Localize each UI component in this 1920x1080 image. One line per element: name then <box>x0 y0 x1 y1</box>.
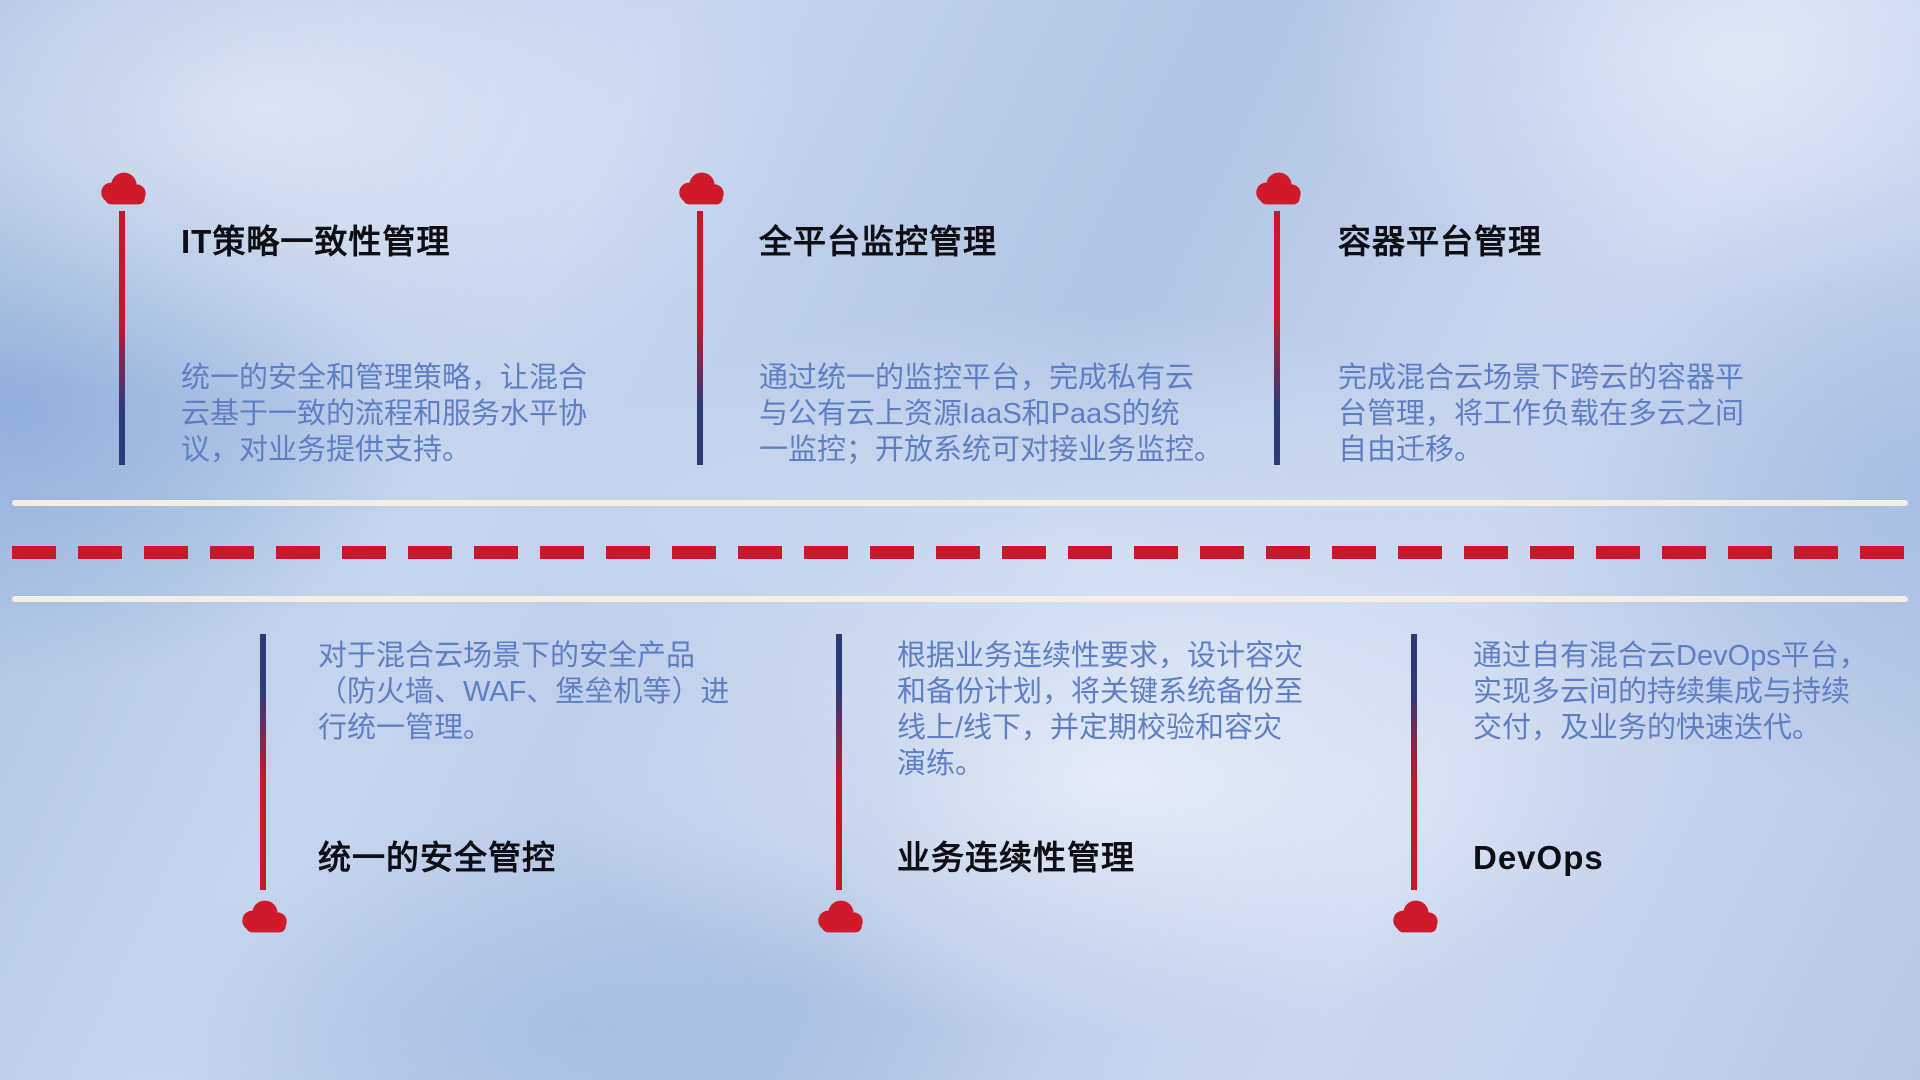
item-title: 业务连续性管理 <box>897 839 1135 876</box>
cloud-icon <box>1256 172 1301 205</box>
cloud-icon <box>242 900 287 933</box>
connector-line <box>1274 211 1280 465</box>
road-line-top <box>12 500 1908 506</box>
item-description: 通过统一的监控平台，完成私有云 与公有云上资源IaaS和PaaS的统 一监控；开… <box>759 362 1224 466</box>
cloud-icon <box>679 172 724 205</box>
connector-line <box>1411 634 1417 890</box>
item-title: IT策略一致性管理 <box>181 223 451 260</box>
cloud-icon <box>101 172 146 205</box>
road-line-bottom <box>12 596 1908 602</box>
cloud-icon <box>818 900 863 933</box>
item-description: 对于混合云场景下的安全产品 （防火墙、WAF、堡垒机等）进 行统一管理。 <box>318 640 730 744</box>
road-dashed-line <box>12 546 1908 559</box>
item-description: 完成混合云场景下跨云的容器平 台管理，将工作负载在多云之间 自由迁移。 <box>1338 362 1745 466</box>
connector-line <box>836 634 842 890</box>
connector-line <box>260 634 266 890</box>
cloud-icon <box>1393 900 1438 933</box>
connector-line <box>119 211 125 465</box>
item-description: 统一的安全和管理策略，让混合 云基于一致的流程和服务水平协 议，对业务提供支持。 <box>181 362 588 466</box>
item-description: 根据业务连续性要求，设计容灾 和备份计划，将关键系统备份至 线上/线下，并定期校… <box>897 640 1304 780</box>
item-title: DevOps <box>1473 839 1604 876</box>
item-title: 全平台监控管理 <box>759 223 997 260</box>
item-description: 通过自有混合云DevOps平台， 实现多云间的持续集成与持续 交付，及业务的快速… <box>1473 640 1868 744</box>
item-title: 容器平台管理 <box>1338 223 1542 260</box>
item-title: 统一的安全管控 <box>318 839 556 876</box>
connector-line <box>697 211 703 465</box>
